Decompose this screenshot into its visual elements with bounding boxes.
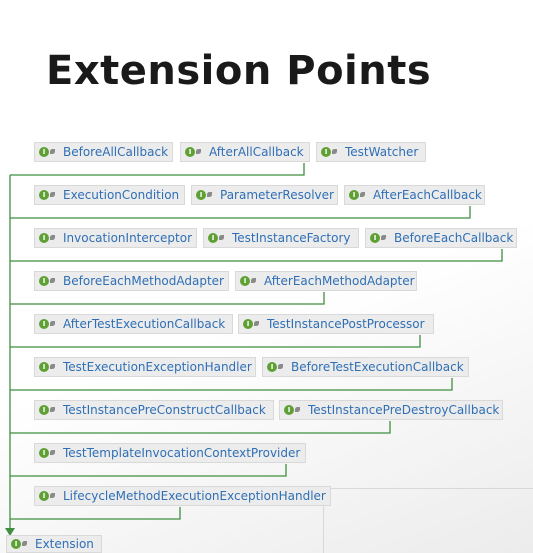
node-test-instance-pre-destroy-callback[interactable]: I TestInstancePreDestroyCallback — [279, 400, 503, 420]
interface-icon: I — [39, 404, 55, 416]
interface-icon: I — [39, 490, 55, 502]
node-test-watcher[interactable]: I TestWatcher — [316, 142, 426, 162]
node-after-each-method-adapter[interactable]: I AfterEachMethodAdapter — [235, 271, 417, 291]
node-invocation-interceptor[interactable]: I InvocationInterceptor — [34, 228, 197, 248]
node-label: TestInstanceFactory — [232, 231, 351, 245]
node-label: BeforeEachMethodAdapter — [63, 274, 224, 288]
node-test-instance-post-processor[interactable]: I TestInstancePostProcessor — [238, 314, 434, 334]
row-wire-1 — [10, 163, 305, 176]
node-test-template-invocation-context-provider[interactable]: I TestTemplateInvocationContextProvider — [34, 443, 306, 463]
node-before-all-callback[interactable]: I BeforeAllCallback — [34, 142, 173, 162]
node-test-instance-pre-construct-callback[interactable]: I TestInstancePreConstructCallback — [34, 400, 274, 420]
page-title: Extension Points — [46, 48, 432, 94]
node-label: TestInstancePostProcessor — [267, 317, 425, 331]
interface-icon: I — [196, 189, 212, 201]
row-wire-9 — [10, 507, 181, 520]
interface-icon: I — [39, 275, 55, 287]
interface-icon: I — [39, 361, 55, 373]
interface-icon: I — [240, 275, 256, 287]
node-label: AfterTestExecutionCallback — [63, 317, 226, 331]
node-label: TestWatcher — [345, 145, 419, 159]
interface-icon: I — [267, 361, 283, 373]
node-label: LifecycleMethodExecutionExceptionHandler — [63, 489, 326, 503]
node-before-each-callback[interactable]: I BeforeEachCallback — [365, 228, 517, 248]
node-lifecycle-method-execution-exception-handler[interactable]: I LifecycleMethodExecutionExceptionHandl… — [34, 486, 331, 506]
interface-icon: I — [39, 189, 55, 201]
interface-icon: I — [39, 447, 55, 459]
interface-icon: I — [11, 538, 27, 550]
node-after-all-callback[interactable]: I AfterAllCallback — [180, 142, 310, 162]
node-label: BeforeTestExecutionCallback — [291, 360, 464, 374]
row-wire-3 — [10, 249, 503, 262]
node-test-instance-factory[interactable]: I TestInstanceFactory — [203, 228, 359, 248]
node-before-each-method-adapter[interactable]: I BeforeEachMethodAdapter — [34, 271, 229, 291]
node-extension[interactable]: I Extension — [6, 535, 102, 553]
interface-icon: I — [370, 232, 386, 244]
node-after-test-execution-callback[interactable]: I AfterTestExecutionCallback — [34, 314, 233, 334]
node-label: Extension — [35, 537, 94, 551]
node-before-test-execution-callback[interactable]: I BeforeTestExecutionCallback — [262, 357, 469, 377]
node-after-each-callback[interactable]: I AfterEachCallback — [344, 185, 485, 205]
interface-icon: I — [39, 146, 55, 158]
node-label: AfterEachCallback — [373, 188, 482, 202]
node-label: TestInstancePreDestroyCallback — [308, 403, 500, 417]
node-label: TestExecutionExceptionHandler — [63, 360, 252, 374]
interface-icon: I — [39, 318, 55, 330]
row-wire-6 — [10, 378, 453, 391]
node-label: AfterAllCallback — [209, 145, 304, 159]
node-label: BeforeAllCallback — [63, 145, 169, 159]
row-wire-4 — [10, 292, 325, 305]
interface-icon: I — [185, 146, 201, 158]
arrowhead — [5, 528, 15, 536]
node-execution-condition[interactable]: I ExecutionCondition — [34, 185, 185, 205]
row-wire-5 — [10, 335, 421, 348]
interface-icon: I — [284, 404, 300, 416]
node-label: BeforeEachCallback — [394, 231, 514, 245]
node-label: TestInstancePreConstructCallback — [63, 403, 266, 417]
node-test-execution-exception-handler[interactable]: I TestExecutionExceptionHandler — [34, 357, 256, 377]
interface-icon: I — [243, 318, 259, 330]
node-label: ParameterResolver — [220, 188, 334, 202]
node-label: InvocationInterceptor — [63, 231, 193, 245]
node-label: AfterEachMethodAdapter — [264, 274, 415, 288]
node-label: ExecutionCondition — [63, 188, 180, 202]
interface-icon: I — [321, 146, 337, 158]
node-parameter-resolver[interactable]: I ParameterResolver — [191, 185, 338, 205]
panel-frame — [323, 488, 533, 553]
interface-icon: I — [39, 232, 55, 244]
node-label: TestTemplateInvocationContextProvider — [63, 446, 301, 460]
row-wire-7 — [10, 421, 391, 434]
interface-icon: I — [208, 232, 224, 244]
interface-icon: I — [349, 189, 365, 201]
row-wire-2 — [10, 206, 471, 219]
row-wire-8 — [10, 464, 287, 477]
